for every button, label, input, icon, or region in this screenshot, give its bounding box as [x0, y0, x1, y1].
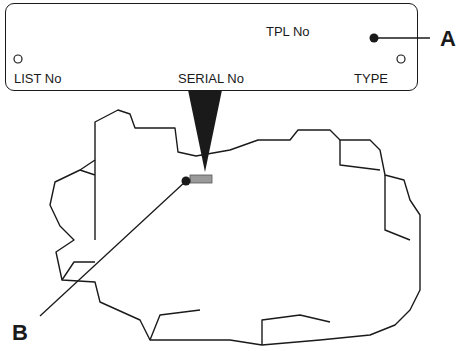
leader-dot — [370, 34, 379, 43]
nameplate: TPL No LIST No SERIAL No TYPE — [5, 3, 418, 91]
engine-outline — [50, 110, 420, 345]
pointer-triangle — [188, 90, 222, 172]
leader-line — [374, 37, 430, 38]
plate-field-label: SERIAL No — [178, 72, 244, 85]
plate-field-label: TYPE — [354, 72, 388, 85]
plate-field-label: LIST No — [14, 72, 61, 85]
engine-plate — [190, 175, 212, 183]
callout-letter: A — [440, 28, 456, 50]
mounting-hole — [397, 55, 405, 63]
mounting-hole — [14, 55, 22, 63]
leader-dot — [182, 177, 191, 186]
callout-letter: B — [12, 322, 28, 344]
leader-line — [40, 181, 186, 316]
engine-detail — [62, 140, 410, 345]
plate-field-label: TPL No — [266, 25, 310, 38]
